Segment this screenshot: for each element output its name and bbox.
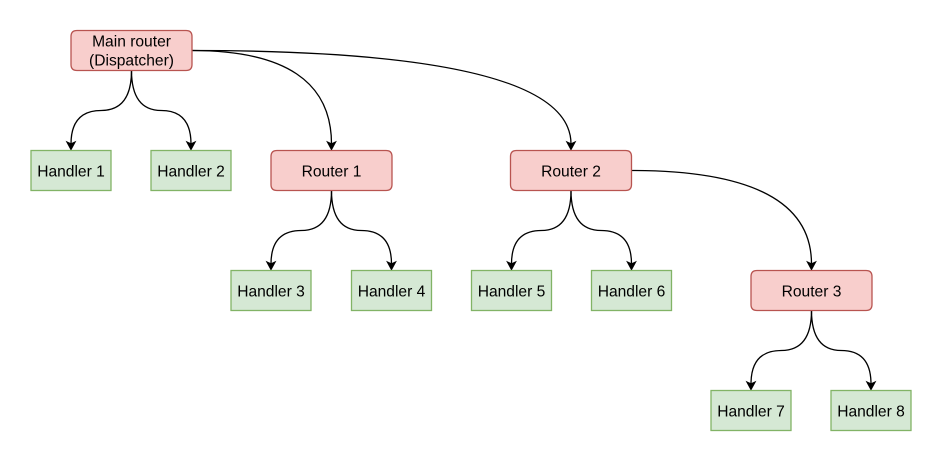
svg-text:Handler 6: Handler 6	[598, 283, 666, 300]
svg-text:Handler 7: Handler 7	[717, 403, 785, 420]
svg-text:Router 1: Router 1	[302, 163, 362, 180]
svg-text:Handler 3: Handler 3	[237, 283, 305, 300]
svg-text:Handler 5: Handler 5	[478, 283, 546, 300]
svg-text:Router 2: Router 2	[541, 163, 601, 180]
svg-text:(Dispatcher): (Dispatcher)	[89, 53, 174, 70]
svg-text:Handler 4: Handler 4	[358, 283, 426, 300]
svg-text:Main router: Main router	[92, 33, 171, 50]
svg-text:Handler 8: Handler 8	[837, 403, 905, 420]
svg-text:Handler 1: Handler 1	[37, 163, 105, 180]
svg-text:Router 3: Router 3	[782, 283, 842, 300]
svg-text:Handler 2: Handler 2	[157, 163, 225, 180]
